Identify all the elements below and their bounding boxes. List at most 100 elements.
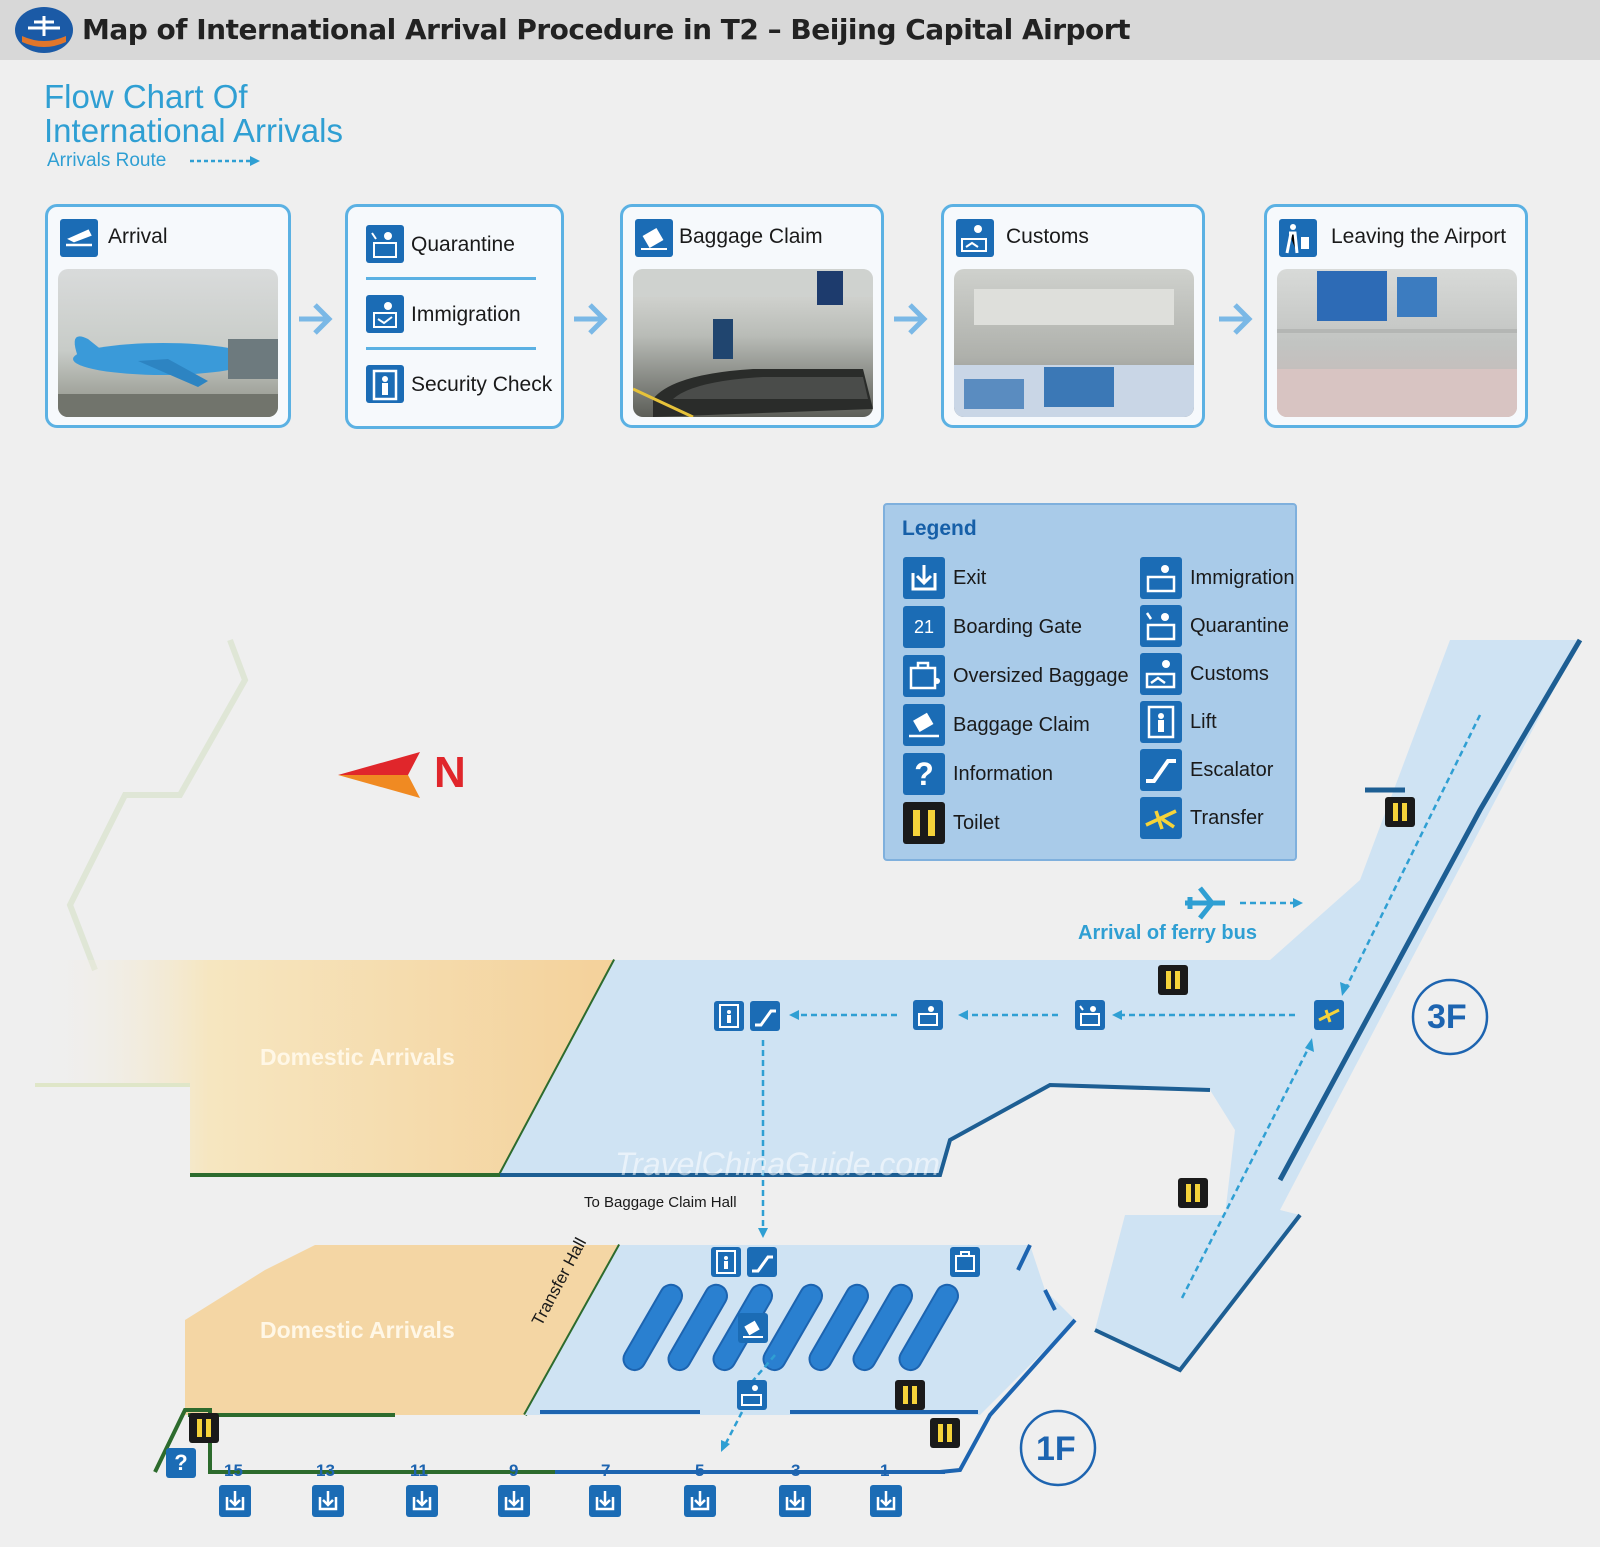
gate-number: 7 — [601, 1461, 611, 1480]
escalator-icon — [750, 1001, 780, 1031]
exit-icon[interactable] — [219, 1485, 251, 1517]
baggage-claim-icon — [635, 219, 673, 257]
baggage-claim-icon — [738, 1313, 768, 1343]
gate-number: 13 — [316, 1461, 335, 1480]
carousel — [622, 1283, 683, 1372]
toilet-icon — [895, 1380, 925, 1410]
carousel — [667, 1283, 728, 1372]
step-quarantine-label: Quarantine — [411, 233, 515, 256]
divider — [366, 347, 536, 350]
floor-1f-label: 1F — [1036, 1430, 1076, 1468]
immigration-icon — [1140, 557, 1182, 599]
carousel — [762, 1283, 823, 1372]
toilet-icon — [189, 1413, 219, 1443]
exit-icon[interactable] — [312, 1485, 344, 1517]
toilet-icon — [1178, 1178, 1208, 1208]
escalator-icon — [747, 1247, 777, 1277]
gate-number: 11 — [410, 1461, 428, 1480]
lift-icon — [711, 1247, 741, 1277]
oversized-baggage-icon — [903, 655, 945, 697]
terminal-wall — [939, 1318, 1077, 1474]
route-segment — [1180, 1044, 1312, 1299]
page-title: Map of International Arrival Procedure i… — [82, 13, 1131, 46]
route-arrowhead — [789, 1010, 799, 1020]
legend-label: Immigration — [1190, 567, 1295, 589]
arrivals-route — [723, 714, 1482, 1446]
exit-icon[interactable] — [870, 1485, 902, 1517]
step-security-label: Security Check — [411, 373, 553, 396]
information-icon: ? — [903, 753, 945, 795]
gate-number: 3 — [791, 1461, 801, 1480]
baggage-claim-photo — [633, 269, 873, 417]
toilet-icon — [930, 1418, 960, 1448]
step-customs: Customs — [941, 204, 1205, 428]
customs-icon — [1140, 653, 1182, 695]
header-bar: Map of International Arrival Procedure i… — [0, 0, 1600, 60]
arrival-photo — [58, 269, 278, 417]
leaving-airport-photo — [1277, 269, 1517, 417]
step-baggage-claim: Baggage Claim — [620, 204, 884, 428]
airport-logo-icon — [15, 7, 73, 53]
step-immigration-label: Immigration — [411, 303, 521, 326]
flow-chart-title: Flow Chart Of International Arrivals — [44, 80, 343, 148]
legend-label: Lift — [1190, 711, 1217, 733]
information-icon: ? — [166, 1448, 196, 1478]
transfer-icon — [1314, 1000, 1344, 1030]
quarantine-icon — [1140, 605, 1182, 647]
to-baggage-label: To Baggage Claim Hall — [584, 1194, 737, 1211]
immigration-icon — [366, 295, 404, 333]
step-leaving-airport: Leaving the Airport — [1264, 204, 1528, 428]
route-arrowhead — [1340, 982, 1350, 996]
route-arrowhead — [1293, 898, 1303, 908]
flow-arrow-4-icon — [1219, 303, 1253, 335]
carousel — [898, 1283, 959, 1372]
exit-icon — [903, 557, 945, 599]
exit-icon[interactable] — [589, 1485, 621, 1517]
route-arrowhead — [1112, 1010, 1122, 1020]
route-arrowheads — [721, 898, 1350, 1452]
toilet-icon — [903, 802, 945, 844]
exit-icon[interactable] — [684, 1485, 716, 1517]
exit-icon[interactable] — [406, 1485, 438, 1517]
route-segment — [1343, 714, 1482, 991]
divider — [366, 277, 536, 280]
legend-label: Transfer — [1190, 807, 1264, 829]
baggage-claim-icon — [903, 704, 945, 746]
legend-label: Quarantine — [1190, 615, 1289, 637]
gate-number: 1 — [880, 1461, 890, 1480]
immigration-icon — [913, 1000, 943, 1030]
exit-icon[interactable] — [779, 1485, 811, 1517]
gate-number: 15 — [224, 1461, 243, 1480]
oversized-baggage-icon — [950, 1247, 980, 1277]
flow-arrow-1-icon — [299, 303, 333, 335]
carousel — [808, 1283, 869, 1372]
north-arrow-lower — [338, 775, 420, 798]
quarantine-icon — [1075, 1000, 1105, 1030]
terminal-wall — [500, 1082, 1211, 1177]
legend-label: Information — [953, 763, 1054, 785]
legend-label: Toilet — [953, 812, 1000, 834]
toilet-icon — [1385, 797, 1415, 827]
flow-arrow-2-icon — [574, 303, 608, 335]
flow-chart-title-line2: International Arrivals — [44, 112, 343, 149]
step-checks: Quarantine Immigration Security Check — [345, 204, 564, 429]
step-arrival-label: Arrival — [108, 225, 168, 248]
north-label: N — [434, 748, 466, 797]
leaving-airport-icon — [1279, 219, 1317, 257]
customs-icon — [956, 219, 994, 257]
boarding-gate-icon: 21 — [903, 606, 945, 648]
arrivals-route-label: Arrivals Route — [47, 150, 167, 171]
lift-icon — [714, 1001, 744, 1031]
exit-icon[interactable] — [498, 1485, 530, 1517]
route-arrowhead — [721, 1440, 730, 1452]
step-arrival: Arrival — [45, 204, 291, 428]
route-arrowhead — [758, 1228, 768, 1238]
legend-label: Escalator — [1190, 759, 1274, 781]
security-check-icon — [366, 365, 404, 403]
step-customs-label: Customs — [1006, 225, 1089, 248]
transfer-icon — [1140, 797, 1182, 839]
floor-1f-badge — [1019, 1409, 1097, 1487]
route-segment — [744, 1354, 776, 1391]
route-arrow-icon — [190, 156, 260, 166]
